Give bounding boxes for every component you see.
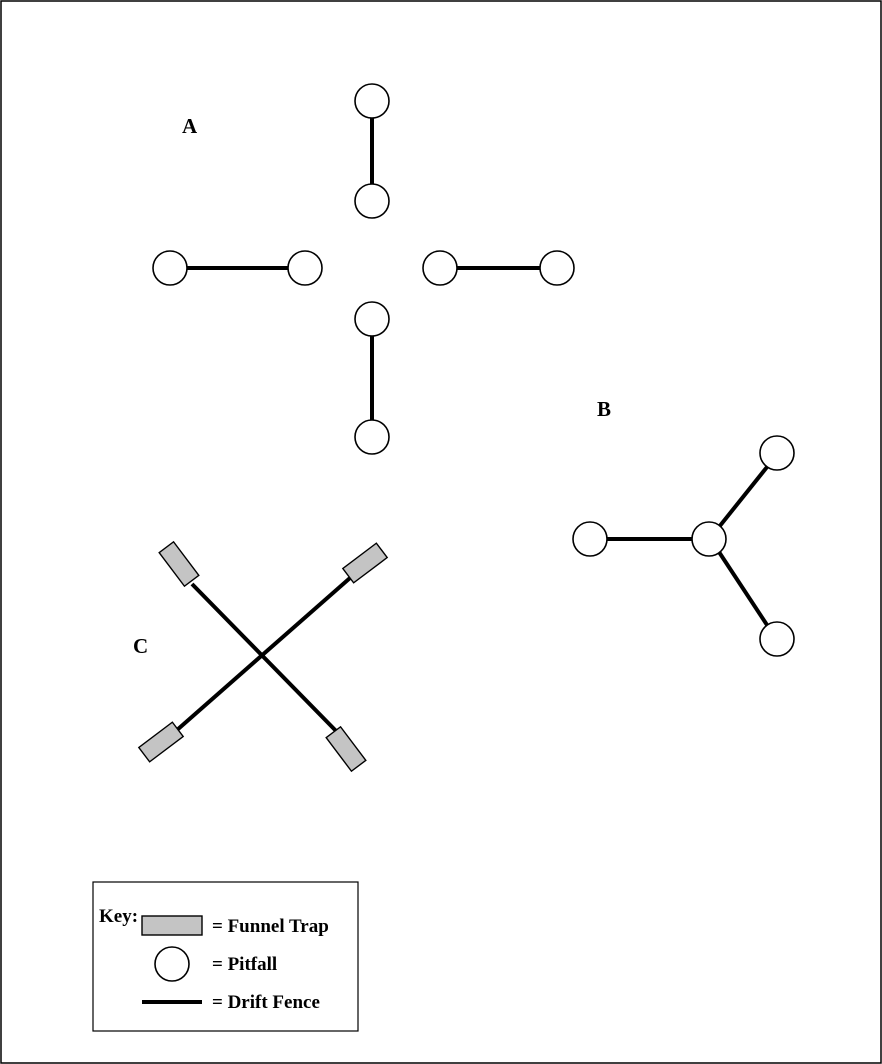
drift-fence [175,576,352,732]
funnel-trap-symbol [141,915,203,936]
funnel-trap [341,542,389,584]
drift-fence [190,582,342,737]
array-a-label: A [182,114,198,138]
key-funnel-trap: = Funnel Trap [212,916,329,937]
array-c: C [133,540,389,773]
pitfall [354,301,390,337]
array-c-label: C [133,634,148,658]
pitfall [759,435,795,471]
array-b: B [572,397,795,657]
key-title: Key: [99,906,138,927]
array-b-label: B [597,397,611,421]
drift-fence [717,550,769,627]
key-box [92,881,359,1032]
funnel-trap [137,721,185,763]
funnel-trap [158,540,200,588]
pitfall [287,250,323,286]
pitfall [354,83,390,119]
pitfall [354,419,390,455]
pitfall-symbol [154,946,190,982]
funnel-trap [325,725,367,773]
pitfall [422,250,458,286]
drift-fence [717,465,769,529]
key-legend: Key: = Funnel Trap = Pitfall = Drift Fen… [92,881,359,1032]
pitfall [354,183,390,219]
pitfall [759,621,795,657]
key-pitfall: = Pitfall [212,954,277,975]
pitfall [691,521,727,557]
key-drift-fence: = Drift Fence [212,992,320,1013]
pitfall [572,521,608,557]
pitfall [539,250,575,286]
array-a: A [152,83,575,455]
pitfall [152,250,188,286]
